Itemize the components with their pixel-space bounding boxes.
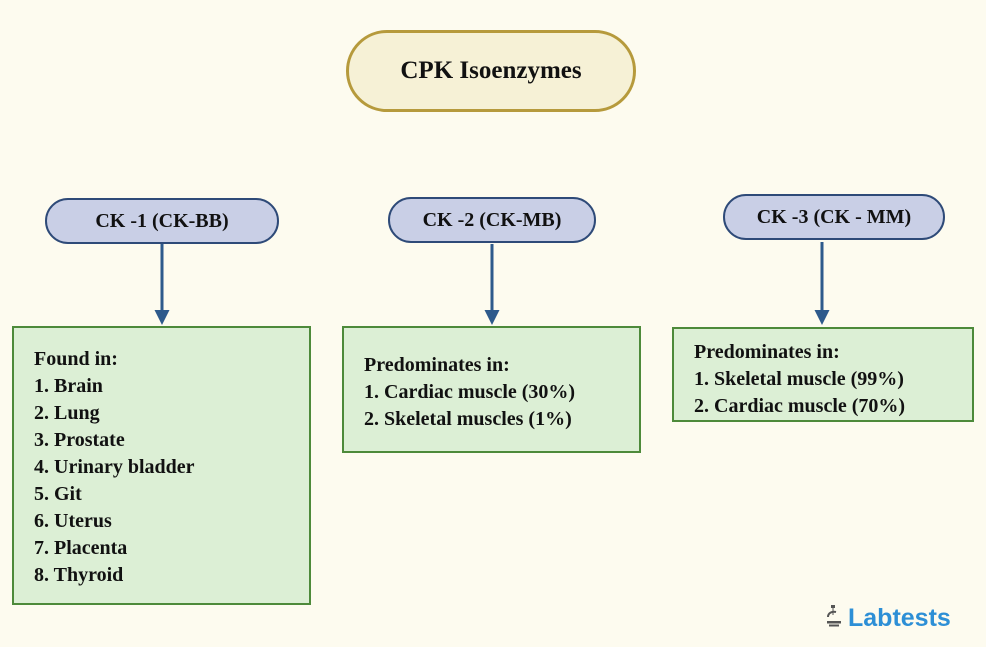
microscope-icon xyxy=(824,603,844,634)
ck1-item: 5. Git xyxy=(34,483,82,505)
ck1-item: 7. Placenta xyxy=(34,537,128,559)
ck1-label: CK -1 (CK-BB) xyxy=(45,198,279,244)
ck1-item: 6. Uterus xyxy=(34,510,112,532)
labtests-logo: Labtests xyxy=(824,600,951,636)
ck3-label: CK -3 (CK - MM) xyxy=(723,194,945,240)
ck3-item: 1. Skeletal muscle (99%) xyxy=(694,368,904,390)
ck3-details-box: Predominates in: 1. Skeletal muscle (99%… xyxy=(672,327,974,422)
ck1-item: 8. Thyroid xyxy=(34,564,124,586)
ck3-item: 2. Cardiac muscle (70%) xyxy=(694,395,906,417)
ck1-item: 1. Brain xyxy=(34,375,103,397)
ck2-label: CK -2 (CK-MB) xyxy=(388,197,596,243)
logo-text: Labtests xyxy=(848,603,951,632)
ck2-heading: Predominates in: xyxy=(364,354,510,376)
ck2-details-box: Predominates in: 1. Cardiac muscle (30%)… xyxy=(342,326,641,453)
ck2-item: 1. Cardiac muscle (30%) xyxy=(364,381,576,403)
ck1-item: 3. Prostate xyxy=(34,429,125,451)
ck1-heading: Found in: xyxy=(34,348,118,370)
ck1-item: 2. Lung xyxy=(34,402,100,424)
ck2-item: 2. Skeletal muscles (1%) xyxy=(364,408,572,430)
ck3-heading: Predominates in: xyxy=(694,341,840,363)
ck1-item: 4. Urinary bladder xyxy=(34,456,195,478)
diagram-title: CPK Isoenzymes xyxy=(346,30,636,112)
ck1-details-box: Found in: 1. Brain 2. Lung 3. Prostate 4… xyxy=(12,326,311,605)
